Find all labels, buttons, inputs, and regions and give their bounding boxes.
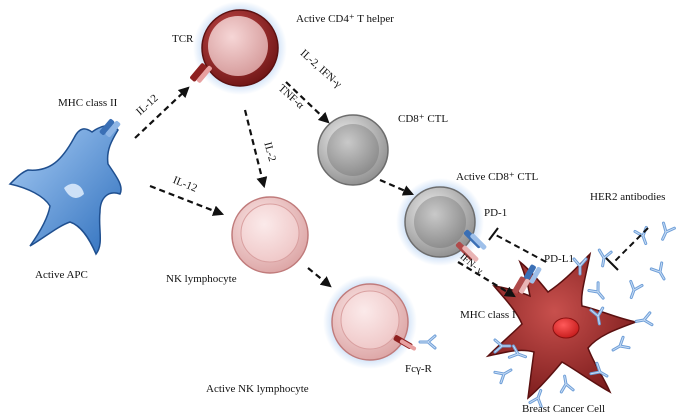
nk-nucleus (240, 203, 300, 263)
label-breast-cancer-cell: Breast Cancer Cell (522, 403, 605, 414)
label-active-nk-lymphocyte: Active NK lymphocyte (206, 383, 309, 395)
inhibit-pd1 (488, 227, 547, 263)
label-nk-lymphocyte: NK lymphocyte (166, 273, 237, 285)
active-nk-nucleus (340, 290, 400, 350)
mhc-class-ii-receptor (99, 118, 121, 138)
arrow-cd8-to-tumor (457, 261, 516, 298)
inhibit-her2 (605, 227, 649, 271)
label-cd8-ctl: CD8⁺ CTL (398, 113, 448, 125)
label-mhc-class-i: MHC class I (460, 309, 516, 321)
label-il12-top: IL-12 (134, 92, 161, 118)
arrow-apc-to-cd4 (134, 86, 190, 139)
active-cd8-nucleus (414, 196, 466, 248)
label-fcg-r: Fcγ-R (405, 363, 433, 375)
breast-cancer-cell (485, 251, 639, 400)
pd1-receptor (455, 229, 487, 262)
label-active-apc: Active APC (35, 269, 88, 281)
tcr-receptor (190, 63, 212, 83)
arrow-cd4-to-nk (243, 109, 268, 189)
label-pd1: PD-1 (484, 207, 507, 219)
fcg-receptor (393, 334, 437, 351)
label-il12-bottom: IL-12 (171, 174, 199, 195)
label-active-cd8-ctl: Active CD8⁺ CTL (456, 171, 538, 183)
arrow-apc-to-nk (149, 184, 225, 216)
pdl1-receptor (522, 264, 542, 284)
arrow-nk-to-active-nk (307, 267, 332, 288)
label-her2-antibodies: HER2 antibodies (590, 191, 665, 203)
label-pdl1: PD-L1 (544, 253, 574, 265)
active-apc-cell (8, 124, 122, 256)
label-il2-ifn: IL-2, IFN-γ (298, 47, 344, 90)
cd8-ctl-nucleus (327, 124, 379, 176)
label-active-cd4-t-helper: Active CD4⁺ T helper (296, 13, 394, 25)
arrow-cd8-to-active-cd8 (379, 178, 415, 196)
label-mhc-class-ii: MHC class II (58, 97, 118, 109)
cd4-nucleus (208, 16, 268, 76)
label-tcr: TCR (172, 33, 194, 45)
label-il2-mid: IL-2 (261, 141, 278, 163)
